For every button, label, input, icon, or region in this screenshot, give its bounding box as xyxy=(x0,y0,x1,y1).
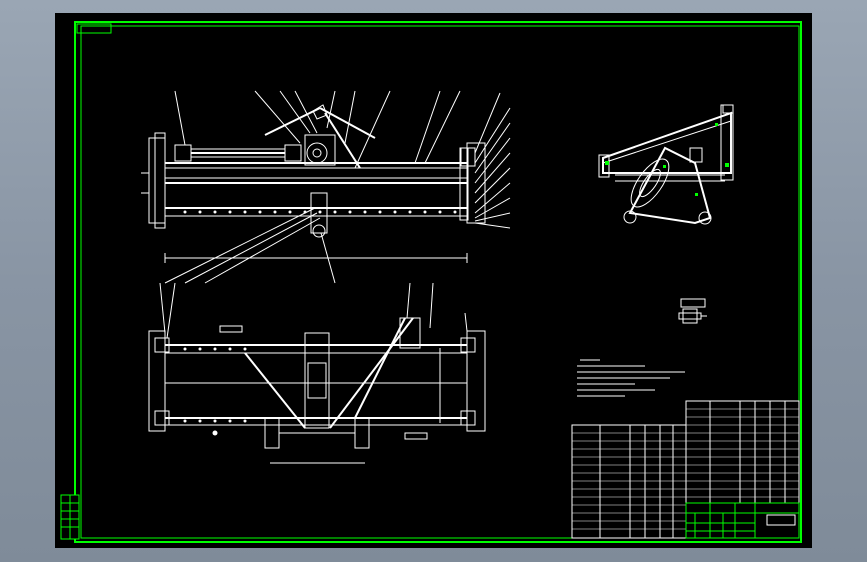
parts-list-left xyxy=(571,424,687,539)
drawing-svg xyxy=(60,21,802,543)
front-view[interactable] xyxy=(141,90,511,284)
margin-stamp xyxy=(60,494,80,540)
outer-frame xyxy=(74,21,802,543)
title-block xyxy=(685,502,800,539)
side-view[interactable] xyxy=(598,104,734,225)
corner-tab xyxy=(76,23,112,34)
technical-notes xyxy=(577,359,685,397)
detail-view[interactable] xyxy=(678,298,707,324)
parts-list-right xyxy=(685,400,800,504)
top-view[interactable] xyxy=(148,282,486,464)
drawing-canvas[interactable] xyxy=(55,13,812,548)
inner-frame xyxy=(80,25,800,539)
